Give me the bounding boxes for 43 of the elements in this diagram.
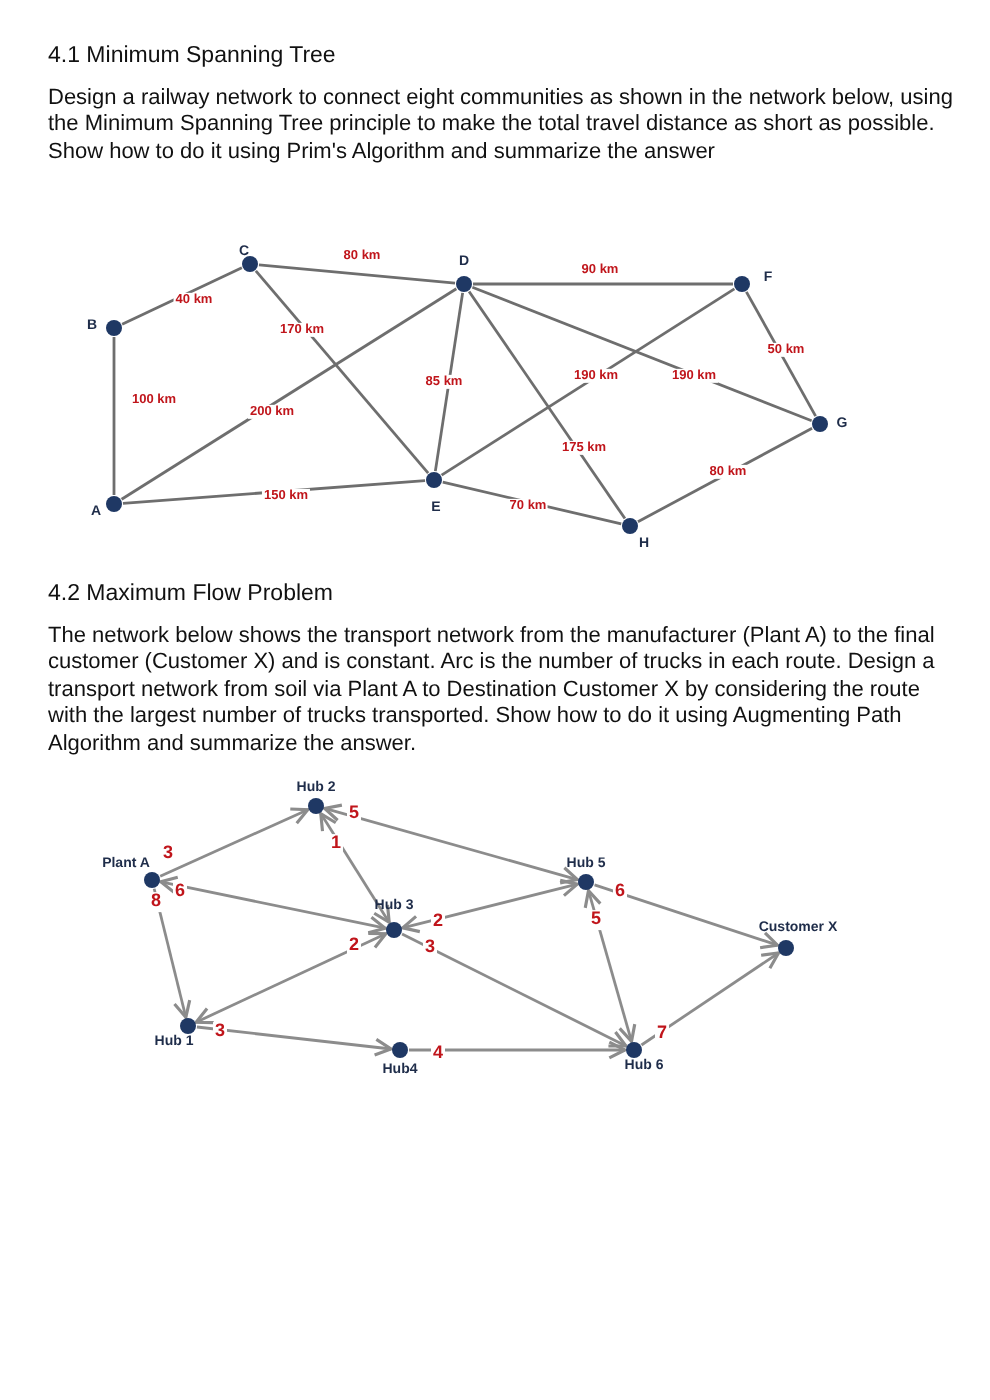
connector-line — [637, 427, 813, 523]
edge-label: 6 — [613, 882, 627, 902]
section-heading: 4.2 Maximum Flow Problem — [48, 580, 336, 609]
edge-label: 4 — [431, 1044, 445, 1064]
arrow — [594, 883, 779, 950]
edge-label: 7 — [655, 1024, 669, 1044]
arrow — [159, 875, 387, 935]
edge-label: 5 — [589, 910, 603, 930]
section-heading: 4.1 Minimum Spanning Tree — [48, 42, 338, 71]
arrow — [401, 878, 579, 934]
edge-label: 5 — [347, 804, 361, 824]
edge-label: 6 — [173, 882, 187, 902]
connector-line — [120, 287, 458, 501]
connector-line — [121, 266, 243, 326]
connector-line — [112, 337, 116, 495]
edge-label: 3 — [161, 844, 175, 864]
arrow — [319, 812, 391, 924]
connector-line — [471, 286, 813, 422]
edge-label: 2 — [347, 936, 361, 956]
connector-line — [745, 291, 817, 417]
edge-label: 3 — [423, 938, 437, 958]
paragraph: The network below shows the transport network from the manufacturer (Plant A) to the final customer (Customer X) and is constant. Arc is the number of trucks in each route. Design a transport network from soil via Plant A to Destination Customer X by considering the route with the largest number of trucks transported. Show how to do it using Augmenting Path Algorithm and summarize the answer. — [48, 624, 937, 759]
paragraph: Design a railway network to connect eight communities as shown in the network below, using the Minimum Spanning Tree principle to make the total travel distance as short as possible. Show how to do it using Prim's Algorithm and summarize the answer — [48, 86, 955, 167]
arrow — [152, 888, 192, 1019]
connector-line — [473, 282, 733, 286]
edge-label: 8 — [149, 892, 163, 912]
arrow — [409, 1040, 627, 1060]
connector-line — [442, 480, 622, 526]
arrow — [640, 951, 781, 1047]
arrow — [159, 807, 310, 878]
arrow — [583, 889, 637, 1043]
connector-line — [258, 263, 456, 285]
connector-line — [467, 290, 627, 520]
connector-line — [440, 287, 736, 477]
arrow — [194, 931, 388, 1025]
edge-label: 3 — [213, 1022, 227, 1042]
edge-label: 2 — [431, 912, 445, 932]
connector-line — [433, 292, 465, 472]
arrow — [401, 932, 628, 1048]
arrow — [323, 803, 579, 885]
arrow — [196, 1025, 393, 1057]
edge-label: 1 — [329, 834, 343, 854]
connector-line — [254, 269, 430, 475]
